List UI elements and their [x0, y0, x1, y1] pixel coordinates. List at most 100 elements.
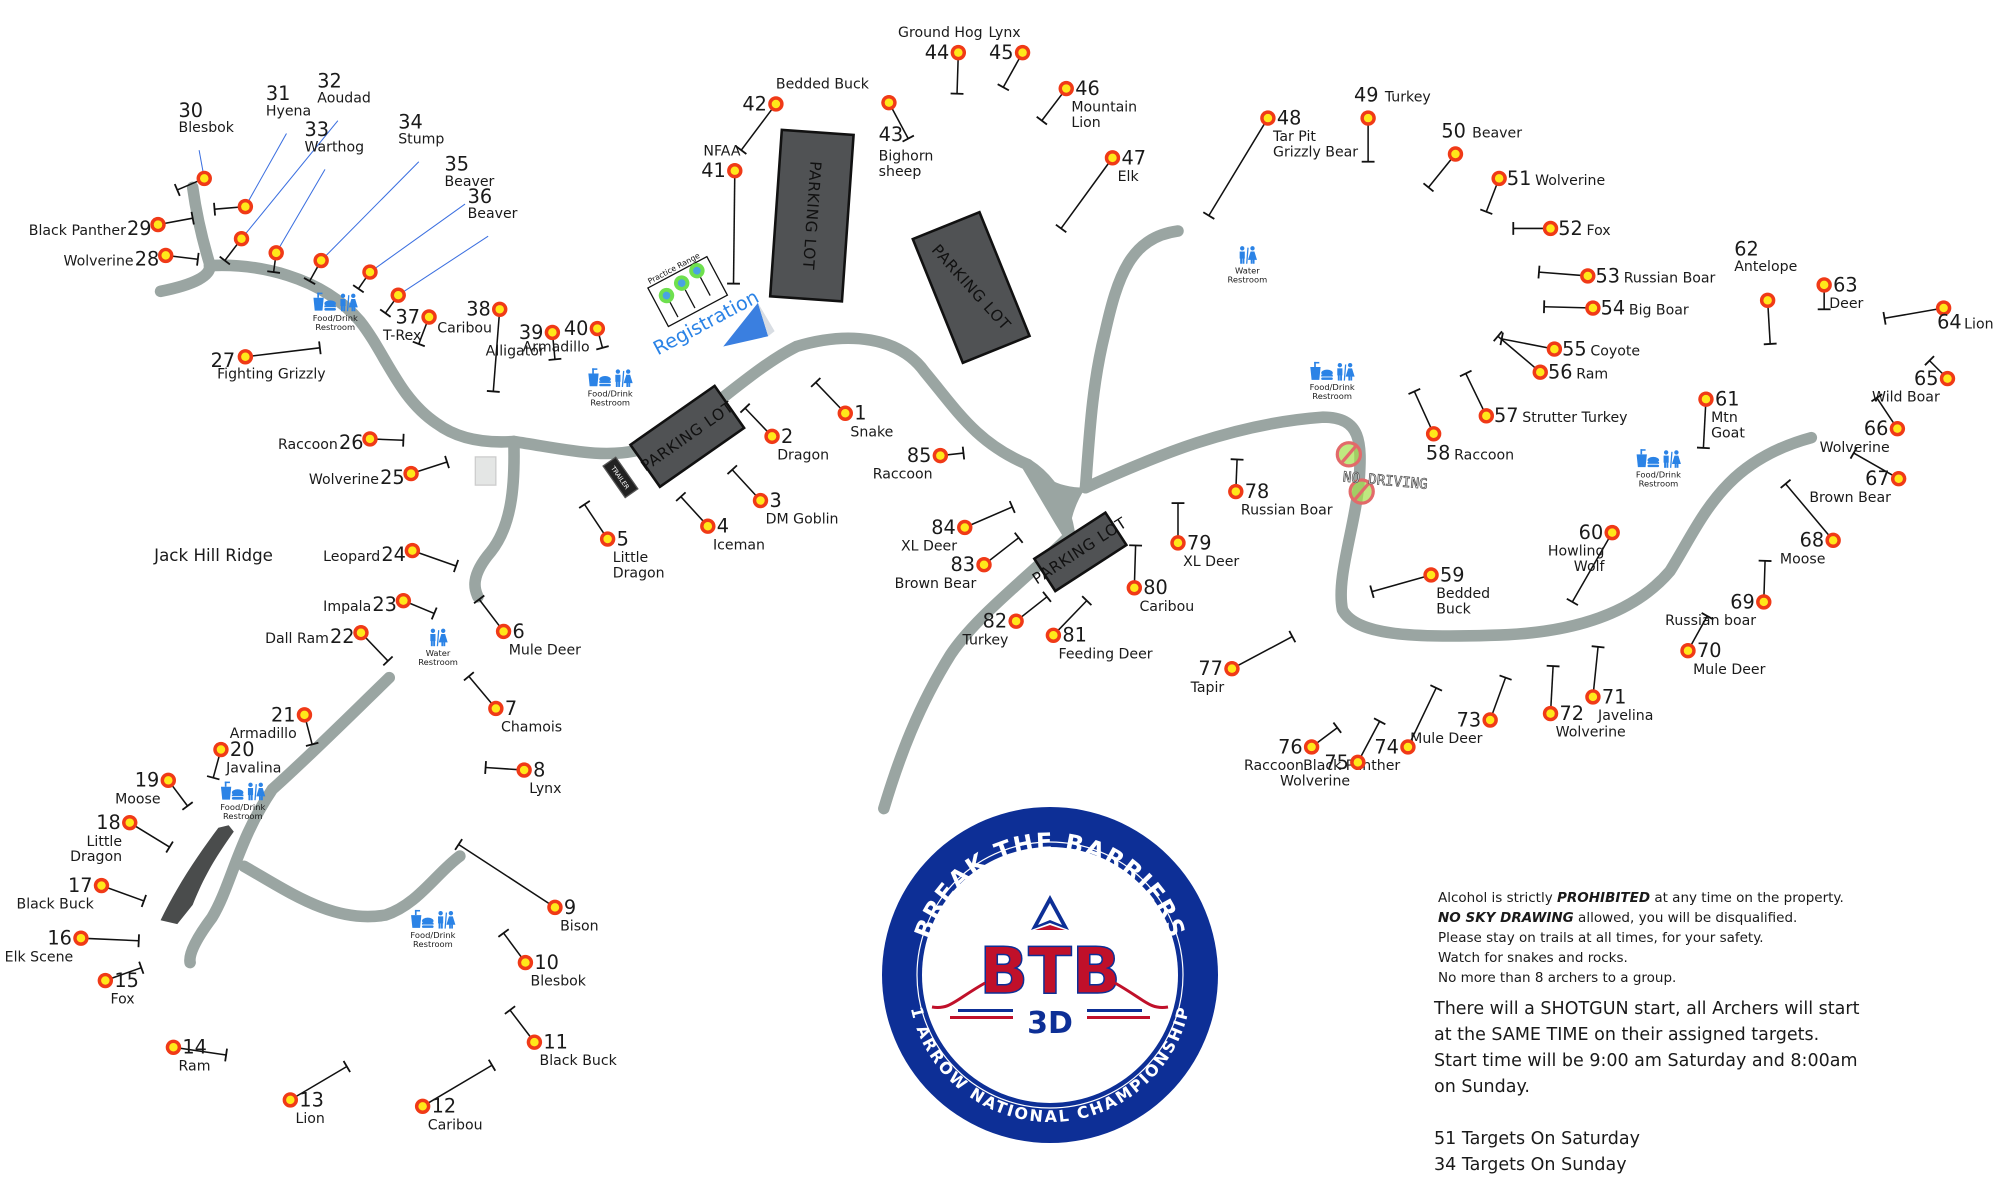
target-37[interactable]: 37T-Rex [382, 305, 437, 348]
shooting-stake-icon [1493, 330, 1503, 342]
target-name: Elk Scene [5, 949, 74, 965]
target-name: Bison [560, 918, 599, 934]
shooting-stake-line [1544, 305, 1593, 309]
target-3[interactable]: 3DM Goblin [726, 464, 838, 528]
shooting-stake-icon [138, 961, 145, 975]
target-number: 49 [1354, 83, 1379, 106]
target-name: Iceman [713, 537, 765, 553]
target-marker-center [1759, 597, 1769, 607]
shooting-stake-icon [181, 801, 194, 811]
target-marker-center [408, 546, 417, 555]
target-marker-center [393, 290, 403, 300]
target-marker-center [491, 704, 501, 713]
target-number: 43 [879, 123, 904, 146]
amenity-label: Restroom [1228, 274, 1268, 284]
target-number: 24 [381, 543, 406, 566]
